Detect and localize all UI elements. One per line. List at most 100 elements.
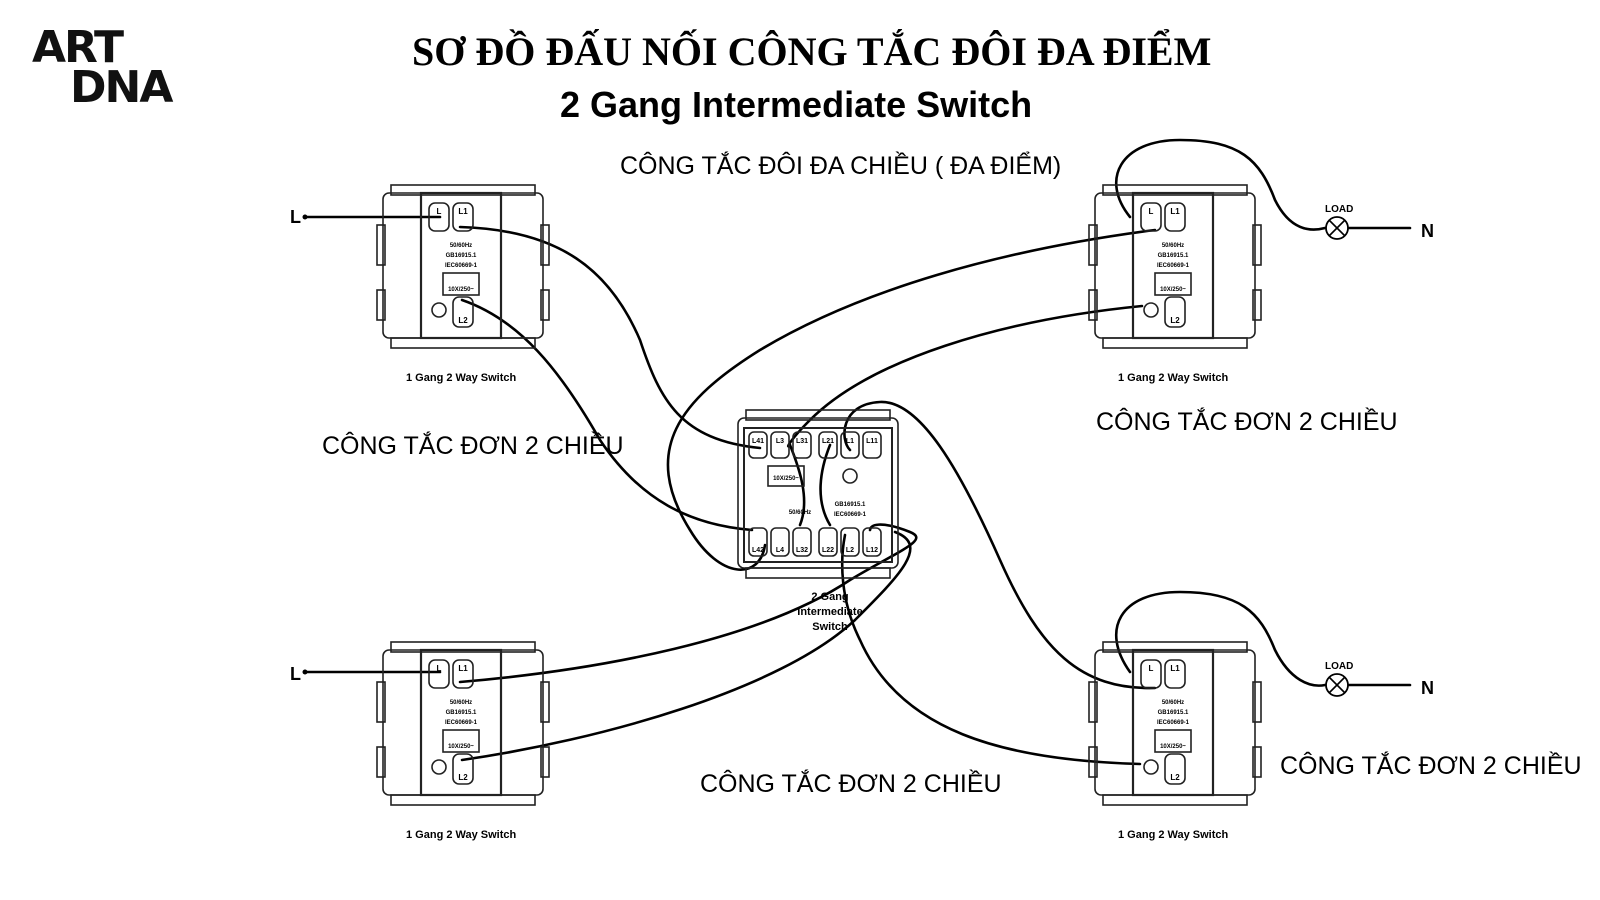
switch-left-clip-2 [376, 746, 386, 778]
live-dot-bottom [302, 669, 308, 675]
wire-tr-l2 [786, 304, 1144, 448]
title-english: 2 Gang Intermediate Switch [560, 84, 1033, 125]
spec-iec: IEC60669-1 [445, 263, 478, 269]
intermediate-terminal-top-label-1: L3 [776, 438, 784, 445]
switch-bottom-rail [390, 794, 536, 806]
switch-right-clip-2 [1252, 746, 1262, 778]
intermediate-subtitle: CÔNG TẮC ĐÔI ĐA CHIỀU ( ĐA ĐIỂM) [620, 152, 1062, 180]
spec-iec: IEC60669-1 [1157, 263, 1190, 269]
intermediate-top-rail [745, 409, 891, 421]
label-switch-center-bottom: CÔNG TẮC ĐƠN 2 CHIỀU [700, 770, 1002, 798]
terminal-l-label: L [437, 207, 442, 216]
caption-switch-right-top: 1 Gang 2 Way Switch [1118, 372, 1229, 384]
terminal-l1-label: L1 [458, 207, 468, 216]
spec-rating: 10X/250~ [1160, 744, 1186, 750]
switch-right-clip [1252, 224, 1262, 266]
load-label-bottom: LOAD [1325, 661, 1354, 672]
spec-freq: 50/60Hz [1162, 243, 1184, 249]
spec-iec: IEC60669-1 [1157, 720, 1190, 726]
switch-left-clip [1088, 681, 1098, 723]
spec-iec: IEC60669-1 [445, 720, 478, 726]
screw-icon [1143, 759, 1159, 775]
caption-switch-left-top: 1 Gang 2 Way Switch [406, 372, 517, 384]
load-label-top: LOAD [1325, 204, 1354, 215]
terminal-l [428, 202, 450, 232]
switch-body [419, 648, 503, 797]
intermediate-spec-freq: 50/60Hz [789, 510, 811, 516]
terminal-l1 [1164, 659, 1186, 689]
intermediate-terminal-bottom-label-1: L4 [776, 547, 784, 554]
terminal-l2-label: L2 [458, 773, 468, 782]
switch-right-clip-2 [540, 746, 550, 778]
intermediate-terminal-top-label-0: L41 [752, 438, 764, 445]
wire-tl-l1 [458, 225, 762, 450]
switch-body [1131, 648, 1215, 797]
caption-switch-left-bottom: 1 Gang 2 Way Switch [406, 829, 517, 841]
load-lamp-top [1325, 216, 1349, 240]
terminal-l1-label: L1 [1170, 664, 1180, 673]
intermediate-terminal-top-5 [862, 431, 882, 459]
switch-right-clip-2 [540, 289, 550, 321]
wire-br-l1 [843, 400, 1157, 690]
terminal-l [1140, 659, 1162, 689]
terminal-l2 [452, 753, 474, 785]
terminal-l1-label: L1 [1170, 207, 1180, 216]
wire-jumper-b [819, 443, 832, 527]
terminal-l1 [452, 202, 474, 232]
caption-intermediate-switch: 2 Gang Intermediate Switch [797, 591, 863, 633]
wire-tr-l1 [666, 228, 1157, 571]
live-label-top: L [290, 207, 301, 227]
terminal-l2-label: L2 [1170, 773, 1180, 782]
spec-gb: GB16915.1 [1158, 710, 1189, 716]
intermediate-terminal-top-4 [840, 431, 860, 459]
wire-br-l2 [840, 533, 1142, 766]
switch-right-clip [540, 681, 550, 723]
switch-left-clip [376, 224, 386, 266]
terminal-l-label: L [1149, 207, 1154, 216]
intermediate-terminal-top-label-5: L11 [866, 438, 878, 445]
switch-body [1131, 191, 1215, 340]
intermediate-terminal-bottom-0 [748, 527, 768, 557]
label-switch-right-top: CÔNG TẮC ĐƠN 2 CHIỀU [1096, 408, 1398, 436]
terminal-l1-label: L1 [458, 664, 468, 673]
spec-box [1154, 272, 1192, 296]
switch-left-clip-2 [1088, 746, 1098, 778]
switch-bottom-rail [390, 337, 536, 349]
intermediate-terminal-bottom-label-5: L12 [866, 547, 878, 554]
terminal-l2-label: L2 [458, 316, 468, 325]
intermediate-screw-icon [842, 468, 858, 484]
switch-top-rail [1102, 641, 1248, 653]
switch-top-rail [390, 641, 536, 653]
intermediate-terminal-top-label-4: L1 [846, 438, 854, 445]
live-label-bottom: L [290, 664, 301, 684]
terminal-l2-label: L2 [1170, 316, 1180, 325]
terminal-l-label: L [1149, 664, 1154, 673]
intermediate-body [743, 427, 893, 563]
terminal-l2 [1164, 753, 1186, 785]
wire-tr-load [1114, 138, 1327, 231]
terminal-l1 [452, 659, 474, 689]
spec-freq: 50/60Hz [450, 243, 472, 249]
neutral-label-top: N [1421, 221, 1434, 241]
label-switch-right-bottom: CÔNG TẮC ĐƠN 2 CHIỀU [1280, 752, 1582, 780]
screw-icon [1143, 302, 1159, 318]
intermediate-spec-rating: 10X/250~ [773, 476, 799, 482]
spec-gb: GB16915.1 [446, 710, 477, 716]
switch-left-clip-2 [1088, 289, 1098, 321]
intermediate-terminal-bottom-2 [792, 527, 812, 557]
spec-box [442, 272, 480, 296]
switch-left-clip-2 [376, 289, 386, 321]
switch-body [419, 191, 503, 340]
screw-icon [431, 302, 447, 318]
artdna-logo: ART DNA [32, 22, 173, 113]
switch-bottom-rail [1102, 794, 1248, 806]
lamp-cross-b [1328, 219, 1346, 237]
terminal-l2 [1164, 296, 1186, 328]
intermediate-spec-iec: IEC60669-1 [834, 512, 867, 518]
intermediate-terminal-bottom-1 [770, 527, 790, 557]
intermediate-terminal-top-1 [770, 431, 790, 459]
